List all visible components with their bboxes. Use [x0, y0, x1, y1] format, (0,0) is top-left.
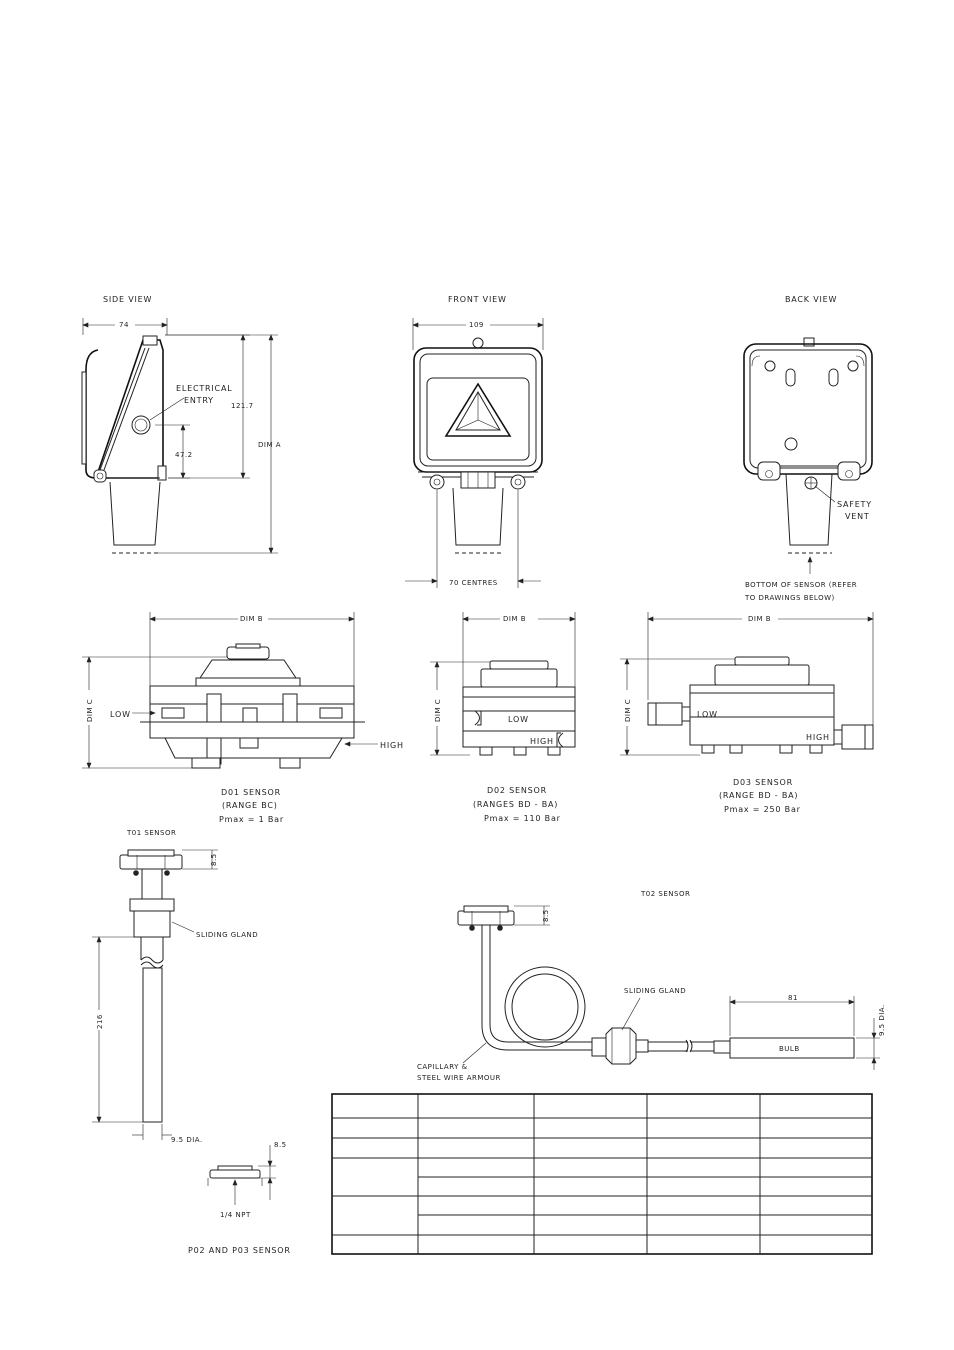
t01-dia: 9.5 DIA. — [171, 1136, 203, 1144]
d03-name: D03 SENSOR — [733, 778, 793, 787]
d01-dim-c: DIM C — [86, 699, 94, 722]
t02-sensor: T02 SENSOR 8.5 BULB SLIDING GLAND CAPILL… — [417, 890, 886, 1082]
t02-bulb-length: 81 — [788, 994, 798, 1002]
d03-dim-b: DIM B — [748, 615, 771, 623]
d03-pmax: Pmax = 250 Bar — [724, 805, 801, 814]
d02-pmax: Pmax = 110 Bar — [484, 814, 561, 823]
t02-capillary-label: CAPILLARY & — [417, 1063, 468, 1071]
side-view: SIDE VIEW 74 ELECTRICAL ENTRY 47.2 — [81, 295, 281, 554]
d02-dim-c: DIM C — [434, 699, 442, 722]
bottom-of-sensor-note-2: TO DRAWINGS BELOW) — [744, 594, 835, 602]
dimension-table — [331, 1093, 873, 1255]
safety-vent-label: SAFETY — [837, 500, 872, 509]
side-height-dim: 121.7 — [231, 402, 254, 410]
p02-thread: 1/4 NPT — [220, 1211, 251, 1219]
d02-name: D02 SENSOR — [487, 786, 547, 795]
p02-dim: 8.5 — [274, 1141, 287, 1149]
dim-a-label: DIM A — [258, 441, 281, 449]
p02-name: P02 AND P03 SENSOR — [188, 1246, 291, 1255]
front-width-dim: 109 — [469, 321, 484, 329]
p02-p03-sensor: 8.5 1/4 NPT P02 AND P03 SENSOR — [188, 1141, 291, 1255]
d01-low-label: LOW — [110, 710, 131, 719]
d03-low-label: LOW — [697, 710, 718, 719]
electrical-entry-label-2: ENTRY — [184, 396, 214, 405]
d01-sensor: DIM B DIM C LOW HIGH D01 SENSOR (RANGE B… — [82, 612, 404, 824]
back-view-title: BACK VIEW — [785, 295, 837, 304]
d02-low-label: LOW — [508, 715, 529, 724]
d03-high-label: HIGH — [806, 733, 830, 742]
t02-head-dim: 8.5 — [542, 909, 550, 922]
front-view: FRONT VIEW 109 70 CENTRES — [405, 295, 544, 588]
d01-dim-b: DIM B — [240, 615, 263, 623]
front-view-title: FRONT VIEW — [448, 295, 507, 304]
bottom-of-sensor-note: BOTTOM OF SENSOR (REFER — [745, 581, 857, 589]
t01-head-dim: 8.5 — [210, 853, 218, 866]
d02-dim-b: DIM B — [503, 615, 526, 623]
d03-dim-c: DIM C — [624, 699, 632, 722]
side-view-title: SIDE VIEW — [103, 295, 152, 304]
t02-dia: 9.5 DIA. — [878, 1004, 886, 1036]
d02-range: (RANGES BD - BA) — [473, 800, 558, 809]
t02-capillary-label-2: STEEL WIRE ARMOUR — [417, 1074, 501, 1082]
safety-vent-label-2: VENT — [845, 512, 870, 521]
side-width-dim: 74 — [119, 321, 129, 329]
d02-high-label: HIGH — [530, 737, 554, 746]
t01-name: T01 SENSOR — [126, 829, 176, 837]
d03-range: (RANGE BD - BA) — [719, 791, 798, 800]
back-view: BACK VIEW SAFETY VENT BOTTOM OF SENSOR (… — [743, 295, 873, 602]
d02-sensor: DIM B DIM C LOW HIGH D02 SENSOR (RANGES … — [430, 612, 576, 823]
d01-pmax: Pmax = 1 Bar — [219, 815, 284, 824]
t02-bulb-label: BULB — [779, 1045, 800, 1053]
d01-name: D01 SENSOR — [221, 788, 281, 797]
t01-length-dim: 216 — [96, 1014, 104, 1029]
d01-range: (RANGE BC) — [222, 801, 278, 810]
electrical-entry-label: ELECTRICAL — [176, 384, 232, 393]
t01-sensor: T01 SENSOR 8.5 SLIDING GLAND 216 9.5 DIA… — [92, 829, 258, 1144]
t02-gland-label: SLIDING GLAND — [624, 987, 686, 995]
entry-height-dim: 47.2 — [175, 451, 193, 459]
t02-name: T02 SENSOR — [640, 890, 690, 898]
d03-sensor: DIM B DIM C LOW HIGH D03 SENSOR (RANGE B… — [620, 612, 874, 814]
centres-dim: 70 CENTRES — [449, 579, 498, 587]
t01-gland-label: SLIDING GLAND — [196, 931, 258, 939]
d01-high-label: HIGH — [380, 741, 404, 750]
